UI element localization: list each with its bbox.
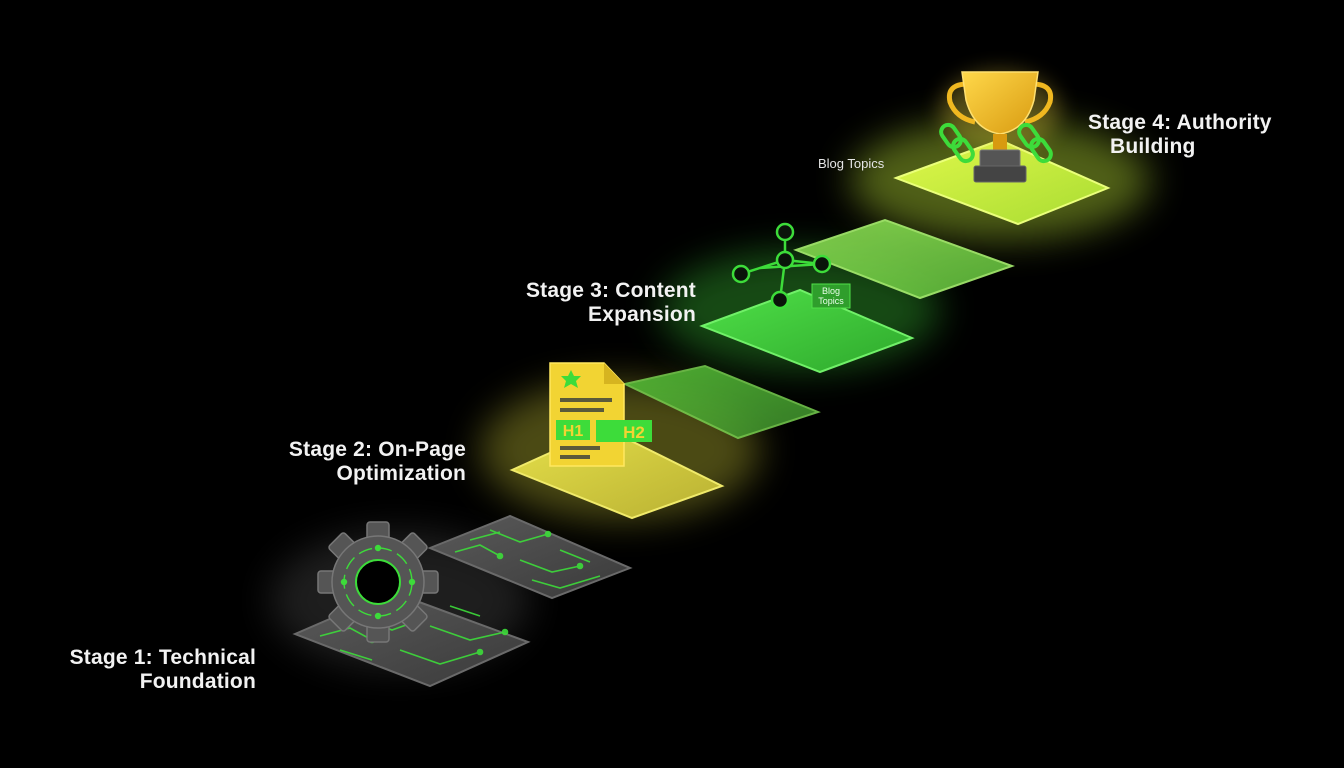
stage-1-label: Stage 1: Technical Foundation: [70, 646, 256, 694]
seo-badge-icon: [561, 370, 581, 388]
stage-4-title: Stage 4: Authority: [1088, 111, 1272, 134]
stage-4-label: Stage 4: Authority Building: [1088, 111, 1272, 159]
stage-3-platforms: [699, 218, 1015, 374]
stage-4-subtitle: Building: [1110, 135, 1196, 158]
stage-2-subtitle: Optimization: [336, 462, 466, 485]
circuit-traces: [319, 529, 601, 665]
stage-3-label: Stage 3: Content Expansion: [526, 279, 696, 327]
h2-tag: [596, 420, 652, 442]
blog-tag-line2: Topics: [818, 296, 844, 306]
chain-link-icons: [939, 122, 1053, 164]
gear-circuit-icon: [317, 521, 439, 643]
stage-2-label: Stage 2: On-Page Optimization: [289, 438, 466, 486]
document-headings-icon: H1 H2: [549, 362, 652, 467]
h1-tag: [556, 420, 590, 440]
stage-1-title: Stage 1: Technical: [69, 646, 256, 669]
floating-blog-topics-label: Blog Topics: [818, 156, 885, 171]
stage-3-subtitle: Expansion: [588, 303, 696, 326]
trophy-links-icon: [939, 70, 1060, 183]
blog-topics-tag: Blog Topics: [811, 283, 851, 309]
h2-text: H2: [623, 423, 645, 442]
stage-1-subtitle: Foundation: [139, 670, 256, 693]
blog-tag-line1: Blog: [822, 286, 840, 296]
topic-cluster-icon: [731, 222, 832, 310]
stage-3-title: Stage 3: Content: [525, 279, 696, 302]
h1-text: H1: [563, 423, 584, 440]
stage-2-title: Stage 2: On-Page: [288, 438, 466, 461]
